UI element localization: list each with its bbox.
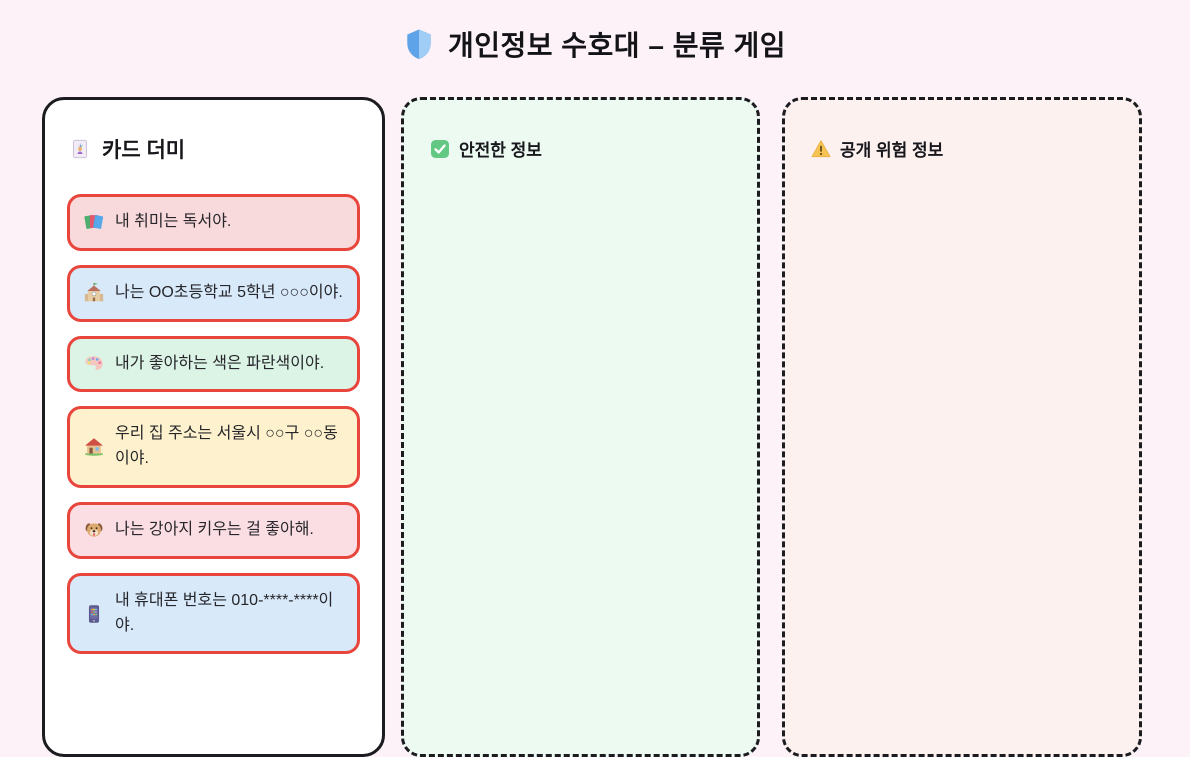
safe-zone-title: 안전한 정보 [459, 141, 542, 160]
card-text: 내가 좋아하는 색은 파란색이야. [115, 354, 325, 372]
risk-zone-title: 공개 위험 정보 [840, 141, 944, 160]
card-hobby-reading[interactable]: 내 취미는 독서야. [67, 194, 360, 251]
mobile-phone-icon [83, 603, 105, 625]
warning-icon [811, 139, 831, 159]
card-home-address[interactable]: 우리 집 주소는 서울시 ○○구 ○○동이야. [67, 406, 360, 488]
game-page: { "page": { "title": "개인정보 수호대 – 분류 게임",… [0, 24, 1190, 757]
drop-zone-safe-info[interactable]: 안전한 정보 [401, 97, 760, 757]
house-icon [83, 436, 105, 458]
school-icon [83, 282, 105, 304]
risk-zone-header: 공개 위험 정보 [811, 136, 1113, 161]
card-phone-number[interactable]: 내 휴대폰 번호는 010-****-****이야. [67, 572, 360, 655]
card-text: 우리 집 주소는 서울시 ○○구 ○○동이야. [115, 425, 338, 468]
deck-header: 카드 더미 [69, 134, 360, 164]
joker-card-icon [69, 138, 91, 160]
safe-zone-header: 안전한 정보 [430, 136, 731, 161]
card-text: 나는 강아지 키우는 걸 좋아해. [115, 520, 314, 538]
dog-icon [83, 519, 105, 541]
page-title: 개인정보 수호대 – 분류 게임 [447, 30, 787, 61]
shield-icon [404, 28, 434, 60]
card-text: 내 휴대폰 번호는 010-****-****이야. [115, 591, 334, 634]
card-likes-dog[interactable]: 나는 강아지 키우는 걸 좋아해. [67, 501, 360, 559]
drop-zone-risk-info[interactable]: 공개 위험 정보 [782, 97, 1142, 757]
palette-icon [83, 353, 105, 375]
card-school-name[interactable]: 나는 OO초등학교 5학년 ○○○이야. [67, 264, 360, 322]
books-icon [83, 211, 105, 233]
page-header: 개인정보 수호대 – 분류 게임 [0, 24, 1190, 64]
deck-title: 카드 더미 [102, 139, 186, 162]
card-deck-panel: 카드 더미 내 취미는 독서야. 나는 OO초등학교 5학년 [42, 97, 385, 757]
card-text: 내 취미는 독서야. [115, 213, 232, 230]
check-icon [430, 139, 450, 159]
card-text: 나는 OO초등학교 5학년 ○○○이야. [115, 283, 343, 301]
card-favorite-color[interactable]: 내가 좋아하는 색은 파란색이야. [67, 335, 360, 393]
